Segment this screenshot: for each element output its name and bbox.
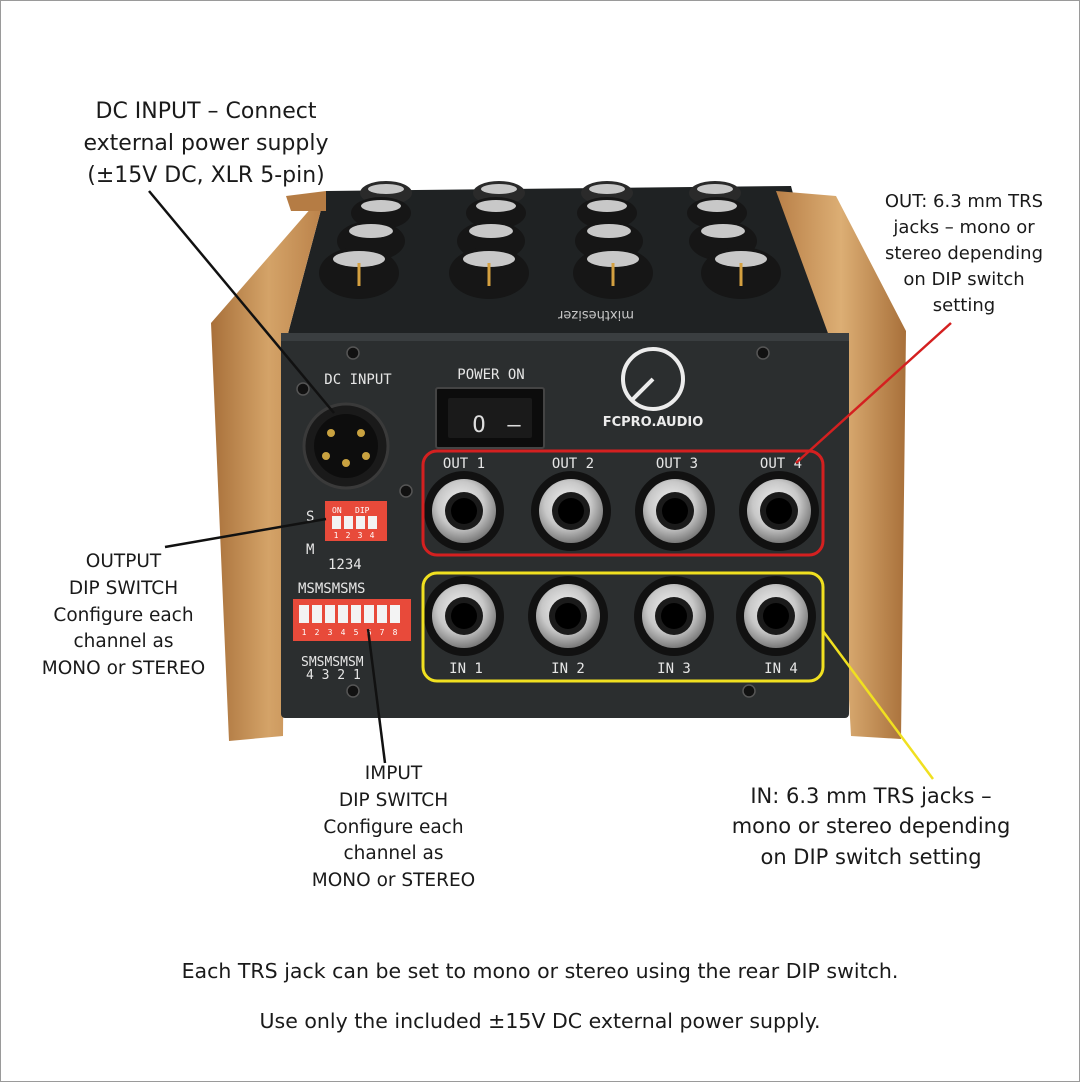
footer-note-power: Use only the included ±15V DC external p… bbox=[259, 1009, 821, 1033]
annotation-line: jacks – mono or bbox=[893, 217, 1035, 239]
wood-left-top bbox=[286, 191, 326, 211]
power-switch[interactable]: O – bbox=[435, 387, 545, 449]
dc-input-leader bbox=[148, 190, 335, 414]
annotation-line: Configure each bbox=[53, 604, 194, 626]
top-brand: mixthesizer bbox=[557, 307, 634, 322]
power-on-label: POWER ON bbox=[457, 367, 524, 383]
input-dip-annotation: IMPUT DIP SWITCH Configure each channel … bbox=[291, 761, 496, 895]
mixer-top-surface bbox=[286, 186, 831, 341]
in-1-label: IN 1 bbox=[449, 661, 483, 677]
annotation-line: external power supply bbox=[83, 130, 329, 156]
xlr-dc-input-jack[interactable] bbox=[302, 402, 390, 490]
switch-off-glyph: O bbox=[472, 413, 485, 438]
output-dip-pos: 3 bbox=[358, 531, 363, 540]
in-2-label: IN 2 bbox=[551, 661, 585, 677]
annotation-line: setting bbox=[932, 295, 996, 317]
annotation-line: stereo depending bbox=[885, 243, 1043, 265]
annotation-line: DIP SWITCH bbox=[338, 789, 449, 811]
out-jacks-annotation: OUT: 6.3 mm TRS jacks – mono or stereo d… bbox=[859, 189, 1069, 319]
input-dip-bottom-letters: SMSMSMSM bbox=[301, 655, 364, 670]
input-dip-channels: 4 3 2 1 bbox=[306, 668, 361, 683]
annotation-line: channel as bbox=[73, 631, 174, 653]
annotation-line: (±15V DC, XLR 5-pin) bbox=[87, 162, 325, 188]
panel-screws bbox=[296, 346, 770, 698]
output-dip-pos: 4 bbox=[370, 531, 375, 540]
annotation-line: OUTPUT bbox=[85, 551, 162, 572]
annotation-line: DC INPUT – Connect bbox=[95, 99, 317, 124]
input-dip-pos: 4 bbox=[341, 628, 346, 637]
annotation-line: IN: 6.3 mm TRS jacks – bbox=[750, 784, 992, 808]
annotation-line: mono or stereo depending bbox=[731, 814, 1011, 839]
annotation-line: Configure each bbox=[323, 816, 464, 838]
annotation-line: OUT: 6.3 mm TRS bbox=[884, 191, 1044, 212]
input-dip-pos: 5 bbox=[354, 628, 359, 637]
annotation-line: MONO or STEREO bbox=[41, 658, 206, 680]
input-dip-leader bbox=[366, 628, 387, 764]
in-jack-4[interactable] bbox=[736, 576, 816, 656]
footer-note-dip: Each TRS jack can be set to mono or ster… bbox=[181, 959, 899, 983]
input-dip-pos: 3 bbox=[328, 628, 333, 637]
brand-name: FCPRO.AUDIO bbox=[603, 415, 704, 430]
knob-pointers bbox=[357, 263, 743, 286]
output-dip-on: ON bbox=[332, 506, 342, 515]
annotation-line: on DIP switch setting bbox=[760, 844, 982, 869]
out-jack-1[interactable] bbox=[424, 471, 504, 551]
out-jack-4[interactable] bbox=[739, 471, 819, 551]
out-2-label: OUT 2 bbox=[552, 456, 594, 472]
knob-caps bbox=[333, 184, 767, 267]
in-jacks-annotation: IN: 6.3 mm TRS jacks – mono or stereo de… bbox=[701, 781, 1041, 872]
output-dip-s: S bbox=[306, 509, 314, 525]
output-dip-dip: DIP bbox=[355, 506, 370, 515]
wood-left-panel bbox=[211, 191, 326, 741]
input-dip-pos: 7 bbox=[380, 628, 385, 637]
input-dip-pos: 8 bbox=[393, 628, 398, 637]
output-dip-pos: 2 bbox=[346, 531, 351, 540]
in-leader bbox=[821, 630, 935, 780]
output-dip-switch[interactable] bbox=[325, 501, 387, 541]
output-dip-channels: 1234 bbox=[328, 557, 362, 573]
out-3-label: OUT 3 bbox=[656, 456, 698, 472]
in-3-label: IN 3 bbox=[657, 661, 691, 677]
in-jacks-highlight bbox=[421, 571, 825, 683]
out-1-label: OUT 1 bbox=[443, 456, 485, 472]
out-jacks-highlight bbox=[421, 449, 825, 557]
output-dip-m: M bbox=[306, 542, 314, 558]
annotation-line: DIP SWITCH bbox=[68, 577, 179, 599]
annotation-line: channel as bbox=[343, 843, 444, 865]
out-leader bbox=[795, 322, 952, 464]
in-4-label: IN 4 bbox=[764, 661, 798, 677]
output-dip-leader bbox=[164, 517, 327, 549]
input-dip-switch[interactable] bbox=[293, 599, 411, 641]
output-dip-pos: 1 bbox=[334, 531, 339, 540]
switch-on-glyph: – bbox=[507, 413, 521, 438]
input-dip-pos: 1 bbox=[302, 628, 307, 637]
dc-input-annotation: DC INPUT – Connect external power supply… bbox=[41, 96, 371, 192]
output-jacks bbox=[424, 471, 819, 551]
annotation-line: IMPUT bbox=[364, 763, 423, 784]
out-jack-3[interactable] bbox=[635, 471, 715, 551]
input-jacks bbox=[424, 576, 816, 656]
out-4-label: OUT 4 bbox=[760, 456, 802, 472]
out-jack-2[interactable] bbox=[531, 471, 611, 551]
in-jack-2[interactable] bbox=[528, 576, 608, 656]
output-dip-annotation: OUTPUT DIP SWITCH Configure each channel… bbox=[21, 549, 226, 683]
input-dip-top-letters: MSMSMSMS bbox=[298, 581, 365, 597]
in-jack-1[interactable] bbox=[424, 576, 504, 656]
dc-input-panel-label: DC INPUT bbox=[324, 372, 392, 388]
in-jack-3[interactable] bbox=[634, 576, 714, 656]
annotation-line: on DIP switch bbox=[903, 269, 1025, 291]
input-dip-pos: 2 bbox=[315, 628, 320, 637]
annotation-line: MONO or STEREO bbox=[311, 870, 476, 892]
brand-logo-knob-icon bbox=[621, 347, 685, 411]
